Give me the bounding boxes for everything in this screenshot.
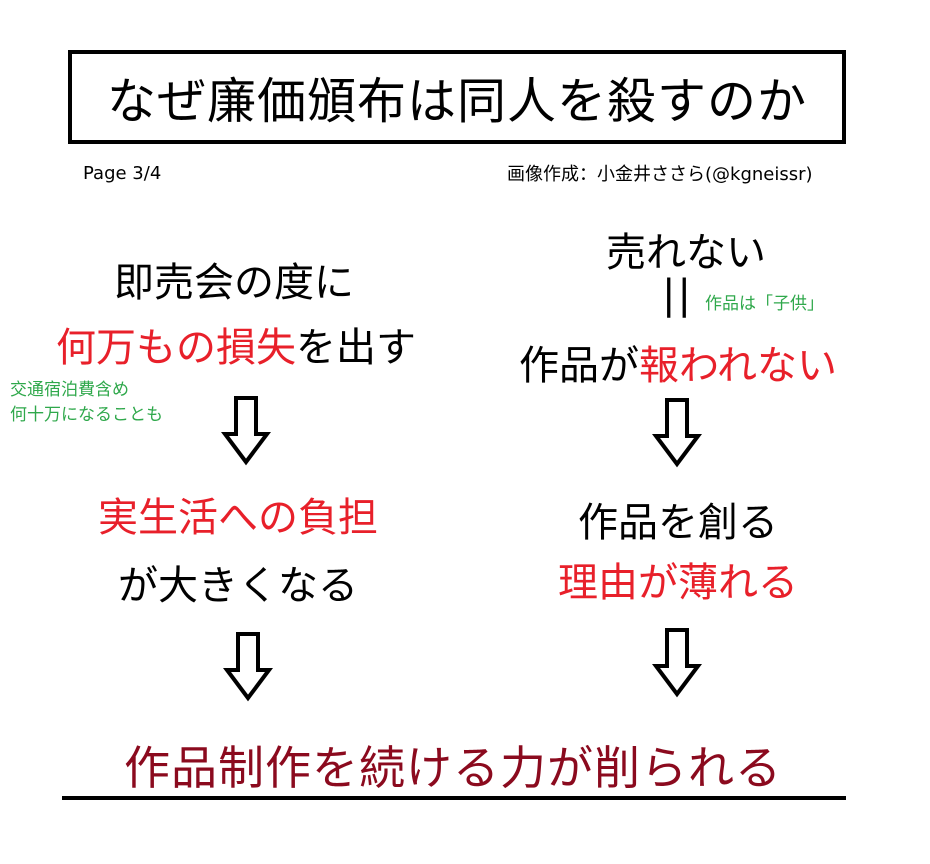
- right-line-3: 作品を創る: [578, 490, 778, 548]
- left-line-2-rest: を出す: [296, 325, 416, 371]
- right-line-3-text: 作品を創る: [578, 500, 778, 546]
- left-line-4-text: が大きくなる: [118, 563, 358, 609]
- conclusion-underline: [62, 796, 846, 800]
- page-indicator: Page 3/4: [83, 163, 162, 184]
- right-line-1: 売れない: [606, 220, 766, 278]
- left-line-1-text: 即売会の度に: [114, 260, 354, 306]
- credit-text: 画像作成：小金井ささら(@kgneissr): [507, 164, 813, 185]
- right-note: 作品は「子供」: [705, 294, 824, 314]
- left-line-1: 即売会の度に: [114, 250, 354, 308]
- right-line-4: 理由が薄れる: [558, 550, 798, 608]
- right-line-2-red: 報われない: [639, 343, 837, 389]
- left-note-2: 何十万になることも: [10, 405, 163, 425]
- left-line-2: 何万もの損失を出す: [56, 315, 416, 373]
- left-line-3-text: 実生活への負担: [98, 495, 378, 541]
- right-line-2: 作品が報われない: [519, 333, 837, 391]
- right-line-1-text: 売れない: [606, 230, 766, 276]
- left-line-4: が大きくなる: [118, 553, 358, 611]
- left-line-3: 実生活への負担: [98, 485, 378, 543]
- down-arrow-icon: [221, 396, 271, 466]
- conclusion: 作品制作を続ける力が削られる: [124, 732, 782, 798]
- page-title: なぜ廉価頒布は同人を殺すのか: [106, 72, 807, 130]
- title-box: なぜ廉価頒布は同人を殺すのか: [68, 50, 846, 144]
- equals-symbol: ||: [662, 272, 693, 318]
- down-arrow-icon: [223, 632, 273, 702]
- right-line-4-text: 理由が薄れる: [558, 560, 798, 606]
- down-arrow-icon: [652, 398, 702, 468]
- conclusion-text: 作品制作を続ける力が削られる: [124, 741, 782, 795]
- right-line-2-prefix: 作品が: [519, 343, 639, 389]
- left-note-1: 交通宿泊費含め: [10, 380, 129, 400]
- down-arrow-icon: [652, 628, 702, 698]
- left-line-2-red: 何万もの損失: [56, 325, 296, 371]
